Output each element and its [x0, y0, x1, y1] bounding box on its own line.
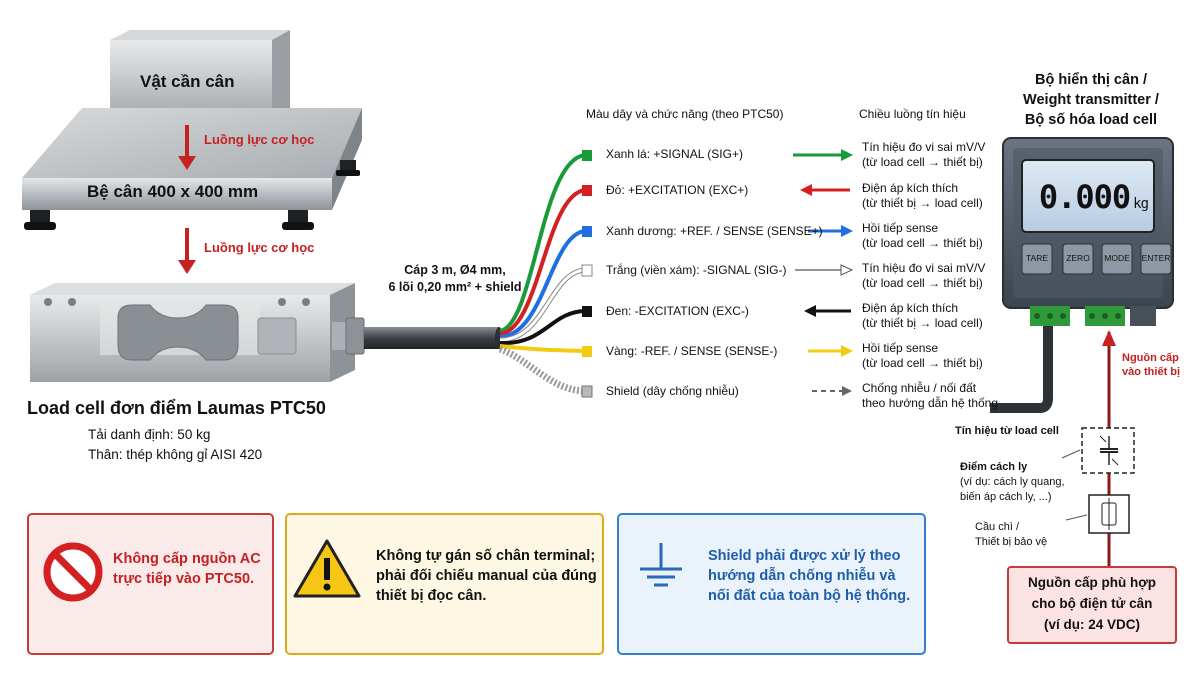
cable-spec-line2: 6 lõi 0,20 mm² + shield	[388, 280, 522, 294]
wire-label-exc-plus: Đỏ: +EXCITATION (EXC+)	[606, 183, 749, 197]
wire-label-sig-plus: Xanh lá: +SIGNAL (SIG+)	[606, 147, 743, 161]
load-cell-body	[30, 283, 365, 382]
loadcell-title: Load cell đơn điểm Laumas PTC50	[27, 398, 326, 418]
force-label-1: Luồng lực cơ học	[204, 132, 315, 147]
warning-terminal-text: Không tự gán số chân terminal; phải đối …	[376, 548, 597, 604]
terminal-black	[582, 306, 592, 317]
enter-button[interactable]: ENTER	[1141, 253, 1171, 263]
signal-desc-exc-minus: Điện áp kích thích(từ thiết bị → load ce…	[862, 301, 983, 330]
terminal-blue	[582, 226, 592, 237]
warning-box-shield	[617, 513, 926, 655]
scale-platform	[22, 108, 362, 230]
device-input-cable	[990, 326, 1053, 413]
warning-triangle-icon	[293, 539, 361, 598]
wire-label-sense-minus: Vàng: -REF. / SENSE (SENSE-)	[606, 344, 778, 358]
terminal-yellow	[582, 346, 592, 357]
warning-ac-text: Không cấp nguồn AC trực tiếp vào PTC50.	[113, 551, 261, 587]
cable-spec: Cáp 3 m, Ø4 mm, 6 lõi 0,20 mm² + shield	[370, 262, 540, 296]
cable	[364, 327, 499, 349]
wire-bundle	[498, 153, 586, 395]
terminal-white	[581, 264, 593, 277]
signal-from-cell-label: Tín hiệu từ load cell	[955, 425, 1059, 437]
terminal-red	[582, 185, 592, 196]
signal-desc-sig-plus: Tín hiệu đo vi sai mV/V(từ load cell → t…	[862, 140, 986, 169]
cable-spec-line1: Cáp 3 m, Ø4 mm,	[404, 263, 506, 277]
power-in-label: Nguồn cấp vào thiết bị	[1122, 352, 1181, 378]
terminal-shield	[581, 385, 593, 398]
power-supply-box	[1007, 566, 1177, 644]
isolation-label: Điểm cách ly (ví dụ: cách ly quang, biến…	[960, 461, 1065, 503]
ground-icon	[640, 543, 682, 587]
mode-button[interactable]: MODE	[1104, 253, 1130, 263]
platform-label: Bệ cân 400 x 400 mm	[87, 182, 259, 201]
fuse-label: Cầu chì / Thiết bị bảo vệ	[975, 521, 1048, 548]
wire-label-shield: Shield (dây chống nhiễu)	[606, 384, 739, 398]
force-arrow-1-head	[178, 156, 196, 170]
lcd-unit: kg	[1133, 196, 1149, 212]
loadcell-capacity: Tải danh định: 50 kg	[88, 427, 211, 442]
terminal-green	[582, 150, 592, 161]
warning-box-terminal	[285, 513, 604, 655]
force-label-2: Luồng lực cơ học	[204, 240, 315, 255]
force-arrow-2-head	[178, 260, 196, 274]
direction-header: Chiều luồng tín hiệu	[859, 107, 966, 121]
signal-desc-sense-plus: Hồi tiếp sense(từ load cell → thiết bị)	[862, 221, 983, 250]
wires-header: Màu dây và chức năng (theo PTC50)	[586, 107, 784, 121]
weight-indicator-device	[1002, 137, 1174, 326]
device-title: Bộ hiển thị cân / Weight transmitter / B…	[1023, 72, 1159, 128]
signal-desc-sig-minus: Tín hiệu đo vi sai mV/V(từ load cell → t…	[862, 261, 986, 290]
prohibited-icon	[43, 542, 103, 602]
zero-button[interactable]: ZERO	[1066, 253, 1090, 263]
loadcell-material: Thân: thép không gỉ AISI 420	[88, 447, 263, 462]
weight-label: Vật cần cân	[140, 72, 235, 91]
wire-label-sense-plus: Xanh dương: +REF. / SENSE (SENSE+)	[606, 224, 823, 238]
fuse	[1088, 494, 1130, 534]
isolation-point	[1081, 427, 1135, 474]
power-supply-label: Nguồn cấp phù hợp cho bộ điện tử cân (ví…	[1027, 575, 1157, 632]
signal-arrows	[793, 149, 854, 396]
tare-button[interactable]: TARE	[1025, 253, 1049, 263]
power-arrow-head	[1102, 330, 1116, 346]
wire-label-exc-minus: Đen: -EXCITATION (EXC-)	[606, 304, 749, 318]
signal-desc-exc-plus: Điện áp kích thích(từ thiết bị → load ce…	[862, 181, 983, 210]
warning-shield-text: Shield phải được xử lý theo hướng dẫn ch…	[708, 548, 911, 604]
wire-label-sig-minus: Trắng (viền xám): -SIGNAL (SIG-)	[606, 263, 787, 277]
signal-desc-sense-minus: Hồi tiếp sense(từ load cell → thiết bị)	[862, 341, 983, 370]
